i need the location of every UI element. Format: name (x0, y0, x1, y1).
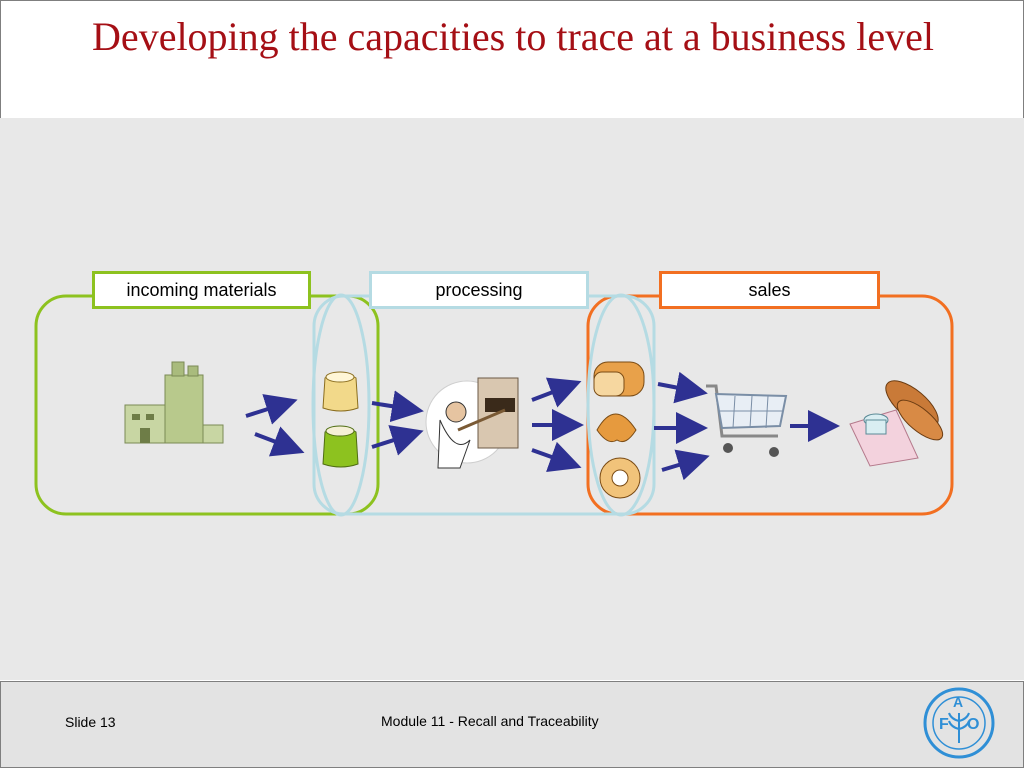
shopping-cart-icon (706, 384, 788, 457)
croissant-icon (596, 413, 637, 443)
input-lot-outline (311, 293, 371, 517)
flour-sack-green-icon (322, 425, 359, 468)
footer: Slide 13 Module 11 - Recall and Traceabi… (0, 681, 1024, 768)
stage-label-sales: sales (659, 271, 880, 309)
ring-cake-icon (599, 457, 641, 499)
fao-logo-icon: F A O (923, 687, 995, 759)
baker-at-oven-icon (425, 377, 519, 469)
stage-label-processing: processing (369, 271, 589, 309)
slide-title: Developing the capacities to trace at a … (92, 14, 934, 59)
bread-basket-with-cup-icon (849, 380, 944, 467)
logo-letter-o: O (967, 716, 979, 733)
traceability-diagram (34, 293, 954, 517)
title-bar: Developing the capacities to trace at a … (0, 0, 1024, 119)
grain-silo-icon (124, 361, 224, 444)
output-lot-outline (586, 293, 656, 517)
logo-letter-f: F (939, 716, 949, 733)
stage-label-incoming-materials: incoming materials (92, 271, 311, 309)
logo-letter-a: A (953, 694, 963, 710)
flour-sack-icon (322, 371, 359, 412)
bread-loaf-icon (593, 361, 645, 397)
module-name: Module 11 - Recall and Traceability (381, 713, 599, 729)
slide-number: Slide 13 (65, 714, 116, 730)
